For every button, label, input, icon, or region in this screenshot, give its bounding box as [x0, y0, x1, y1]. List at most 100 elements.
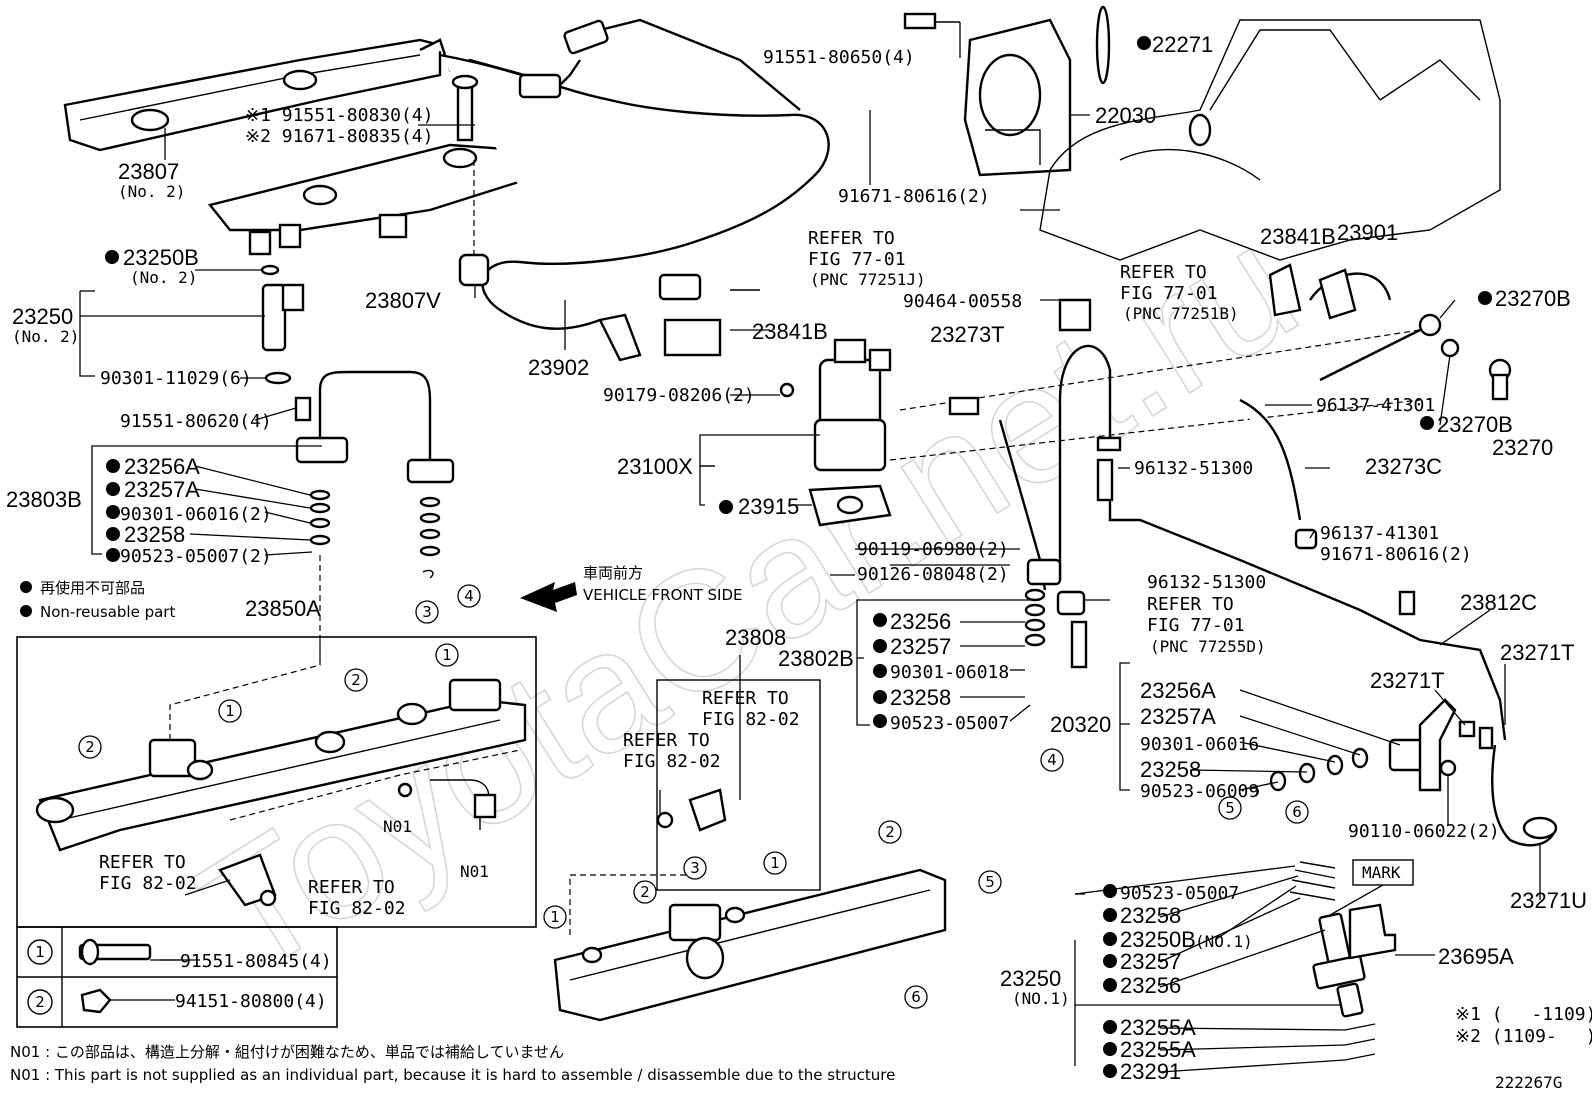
svg-text:23270B: 23270B — [1437, 412, 1513, 437]
svg-text:23257: 23257 — [890, 634, 951, 659]
svg-text:96137-41301: 96137-41301 — [1320, 523, 1439, 544]
non-reusable-markers — [20, 36, 1492, 1078]
svg-text:90523-06009: 90523-06009 — [1140, 781, 1259, 802]
svg-text:5: 5 — [1225, 799, 1235, 817]
pressure-regulator-20320-drawing — [1249, 698, 1457, 797]
svg-text:23258: 23258 — [1140, 757, 1201, 782]
svg-text:91551-80845(4): 91551-80845(4) — [180, 951, 332, 972]
svg-text:Non-reusable part: Non-reusable part — [40, 603, 175, 621]
svg-text:23250B: 23250B — [1120, 927, 1196, 952]
svg-text:(No. 2): (No. 2) — [118, 182, 185, 201]
svg-text:22030: 22030 — [1095, 103, 1156, 128]
insulator-23807v-drawing — [458, 160, 490, 287]
svg-text:23901: 23901 — [1337, 220, 1398, 245]
svg-text:※1 ( -1109): ※1 ( -1109) — [1455, 1004, 1592, 1025]
svg-text:(NO.1): (NO.1) — [1012, 989, 1070, 1008]
front-arrow — [520, 582, 577, 612]
svg-text:96137-41301: 96137-41301 — [1316, 395, 1435, 416]
svg-text:再使用不可部品: 再使用不可部品 — [40, 579, 145, 597]
svg-text:90301-06016: 90301-06016 — [1140, 734, 1259, 755]
svg-text:REFER TO: REFER TO — [1120, 262, 1207, 283]
svg-text:5: 5 — [985, 873, 995, 891]
svg-text:23803B: 23803B — [6, 487, 82, 512]
svg-text:REFER TO: REFER TO — [702, 688, 789, 709]
callout-circles — [78, 584, 1309, 1009]
svg-text:23255A: 23255A — [1120, 1037, 1196, 1062]
svg-text:23841B: 23841B — [1260, 224, 1336, 249]
footnote: N01 : この部品は、構造上分解・組付けが困難なため、単品では補給していません… — [10, 1043, 895, 1084]
svg-text:23255A: 23255A — [1120, 1015, 1196, 1040]
leader-lines — [79, 22, 1541, 1073]
legend: 再使用不可部品 Non-reusable part 車両前方 VEHICLE F… — [40, 564, 743, 621]
svg-text:FIG 82-02: FIG 82-02 — [702, 709, 800, 730]
svg-text:FIG 77-01: FIG 77-01 — [1147, 615, 1245, 636]
svg-text:REFER TO: REFER TO — [99, 852, 186, 873]
svg-text:23250: 23250 — [12, 304, 73, 329]
svg-text:90464-00558: 90464-00558 — [903, 291, 1022, 312]
svg-text:(No. 2): (No. 2) — [130, 268, 197, 287]
injector-23250-no2-drawing — [260, 264, 305, 385]
svg-text:REFER TO: REFER TO — [623, 730, 710, 751]
svg-text:90126-08048(2): 90126-08048(2) — [857, 564, 1009, 585]
svg-text:※2 91671-80835(4): ※2 91671-80835(4) — [245, 126, 433, 147]
svg-text:2: 2 — [35, 993, 45, 1011]
svg-text:20320: 20320 — [1050, 712, 1111, 737]
svg-text:91551-80650(4): 91551-80650(4) — [763, 47, 915, 68]
svg-text:N01 : This part is not supplie: N01 : This part is not supplied as an in… — [10, 1066, 895, 1084]
svg-text:23257: 23257 — [1120, 949, 1181, 974]
svg-text:23271U: 23271U — [1510, 888, 1587, 913]
svg-text:(PNC 77255D): (PNC 77255D) — [1150, 637, 1266, 656]
svg-text:91671-80616(2): 91671-80616(2) — [838, 186, 990, 207]
svg-text:222267G: 222267G — [1495, 1073, 1562, 1092]
svg-text:23807V: 23807V — [365, 288, 441, 313]
svg-text:90110-06022(2): 90110-06022(2) — [1348, 821, 1500, 842]
svg-text:3: 3 — [422, 603, 432, 621]
fuel-pipe-23902-drawing — [439, 18, 830, 362]
svg-text:94151-80800(4): 94151-80800(4) — [175, 991, 327, 1012]
gasket-22271-drawing — [1095, 5, 1111, 85]
svg-text:2: 2 — [85, 738, 95, 756]
svg-text:23273T: 23273T — [930, 322, 1005, 347]
svg-text:N01 : この部品は、構造上分解・組付けが困難なため、単品: N01 : この部品は、構造上分解・組付けが困難なため、単品では補給していません — [10, 1043, 564, 1061]
svg-text:3: 3 — [690, 859, 700, 877]
svg-text:REFER TO: REFER TO — [808, 228, 895, 249]
svg-text:23807: 23807 — [118, 159, 179, 184]
svg-text:1: 1 — [550, 908, 560, 926]
svg-text:90523-05007: 90523-05007 — [1120, 883, 1239, 904]
svg-text:90119-06980(2): 90119-06980(2) — [857, 539, 1009, 560]
delivery-pipe-23850a-drawing — [35, 640, 527, 907]
svg-text:FIG 77-01: FIG 77-01 — [1120, 283, 1218, 304]
svg-text:23915: 23915 — [738, 494, 799, 519]
svg-text:23100X: 23100X — [617, 454, 693, 479]
svg-text:FIG 82-02: FIG 82-02 — [99, 873, 197, 894]
mark-box — [1352, 859, 1414, 886]
svg-text:23902: 23902 — [528, 355, 589, 380]
svg-text:23256A: 23256A — [1140, 678, 1216, 703]
svg-text:96132-51300: 96132-51300 — [1147, 572, 1266, 593]
svg-text:91551-80620(4): 91551-80620(4) — [120, 411, 272, 432]
bracket-group-box — [656, 679, 821, 891]
svg-text:23258: 23258 — [1120, 903, 1181, 928]
svg-text:23258: 23258 — [890, 685, 951, 710]
hose-23271u-drawing — [1458, 720, 1558, 847]
svg-text:23850A: 23850A — [245, 596, 321, 621]
svg-text:2: 2 — [640, 883, 650, 901]
svg-text:23695A: 23695A — [1438, 944, 1514, 969]
svg-text:23256A: 23256A — [124, 454, 200, 479]
svg-text:FIG 82-02: FIG 82-02 — [623, 751, 721, 772]
svg-text:23270B: 23270B — [1495, 286, 1571, 311]
fuel-pipe-23803b-drawing — [294, 370, 455, 579]
svg-text:FIG 77-01: FIG 77-01 — [808, 249, 906, 270]
svg-text:1: 1 — [225, 702, 235, 720]
delivery-pipe-no1-drawing — [553, 788, 947, 1022]
svg-text:2: 2 — [351, 671, 361, 689]
svg-text:90523-05007(2): 90523-05007(2) — [120, 546, 272, 567]
delivery-pipe-no2-drawing — [63, 38, 581, 256]
svg-text:N01: N01 — [460, 862, 489, 881]
svg-text:※1 91551-80830(4): ※1 91551-80830(4) — [245, 105, 433, 126]
svg-text:1: 1 — [442, 646, 452, 664]
svg-text:VEHICLE FRONT SIDE: VEHICLE FRONT SIDE — [583, 586, 743, 604]
svg-text:90301-11029(6): 90301-11029(6) — [100, 368, 252, 389]
svg-text:23808: 23808 — [725, 625, 786, 650]
svg-text:91671-80616(2): 91671-80616(2) — [1320, 544, 1472, 565]
